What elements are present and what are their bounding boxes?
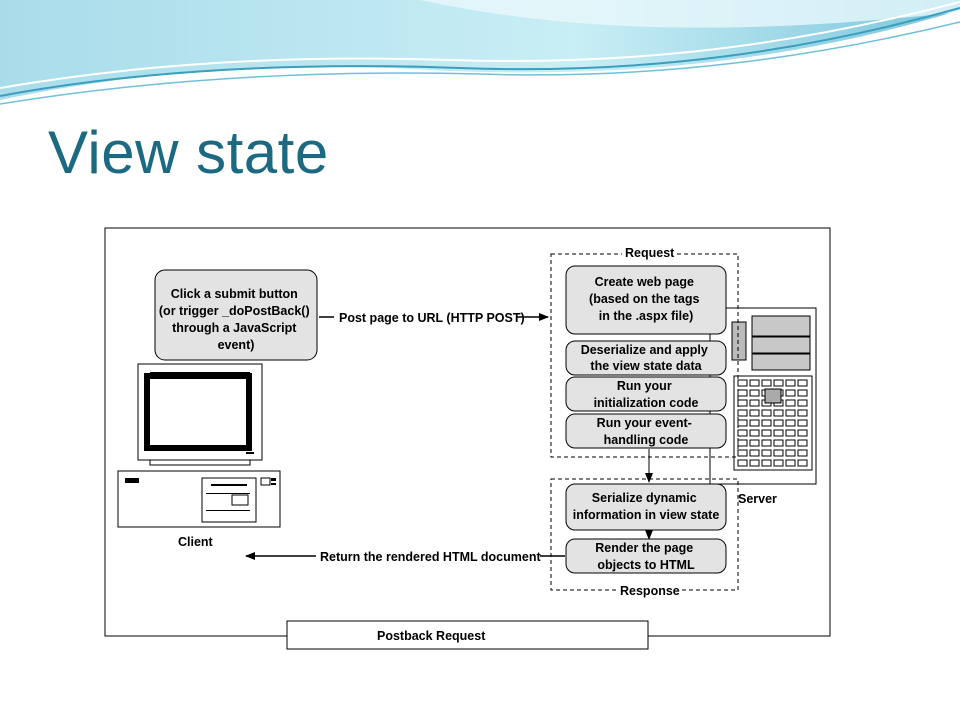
response-label: Response bbox=[620, 584, 680, 598]
response-step-serialize-text: Serialize dynamic information in view st… bbox=[573, 491, 720, 522]
request-step-create-page-text: Create web page (based on the tags in th… bbox=[589, 275, 703, 323]
request-step-event-handling bbox=[565, 413, 727, 449]
header-wave-decoration bbox=[0, 0, 960, 105]
client-computer-icon bbox=[117, 363, 281, 528]
server-label: Server bbox=[738, 492, 777, 506]
request-step-initialization bbox=[565, 376, 727, 412]
server-icon bbox=[709, 307, 817, 485]
caption-text: Postback Request bbox=[377, 629, 486, 643]
response-region bbox=[550, 478, 739, 591]
post-arrow-label: Post page to URL (HTTP POST) bbox=[339, 311, 525, 325]
client-action-box bbox=[154, 269, 318, 361]
request-step-deserialize bbox=[565, 340, 727, 376]
client-label: Client bbox=[178, 535, 214, 549]
request-step-initialization-text: Run your initialization code bbox=[594, 379, 699, 410]
return-arrow-label: Return the rendered HTML document bbox=[320, 550, 541, 564]
request-step-create-page bbox=[565, 265, 727, 335]
request-step-deserialize-text: Deserialize and apply the view state dat… bbox=[581, 343, 712, 373]
caption-box bbox=[286, 620, 649, 650]
client-action-text: Click a submit button (or trigger _doPos… bbox=[159, 287, 313, 352]
response-step-render bbox=[565, 538, 727, 574]
response-step-render-text: Render the page objects to HTML bbox=[595, 541, 696, 572]
request-step-event-handling-text: Run your event- handling code bbox=[597, 416, 696, 447]
request-label: Request bbox=[625, 246, 675, 260]
slide-title: View state bbox=[48, 119, 329, 186]
